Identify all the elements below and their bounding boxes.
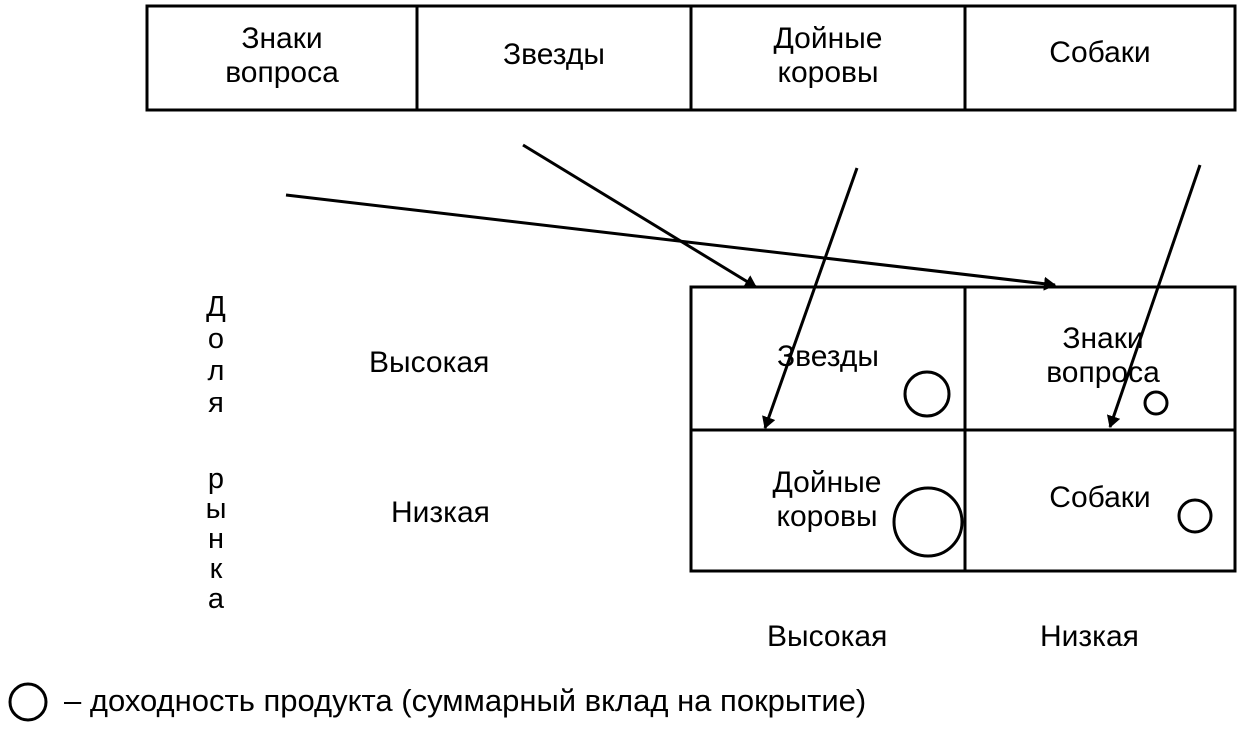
- y-axis-char: о: [207, 323, 225, 355]
- circle-dogs: [1177, 498, 1213, 534]
- arrow-dogs: [1106, 164, 1202, 428]
- y-axis-label: Д о л я р ы н к а: [196, 292, 236, 632]
- top-cell-cash-cows: Дойные коровы: [773, 22, 883, 89]
- legend-circle-icon: [8, 682, 48, 722]
- col-label-low: Низкая: [1040, 620, 1139, 653]
- col-label-high: Высокая: [767, 620, 888, 653]
- top-row-boxes: [145, 4, 1237, 112]
- circle-question-marks: [1143, 390, 1169, 416]
- y-axis-char: я: [208, 387, 224, 419]
- matrix-cell-stars: Звезды: [777, 340, 879, 373]
- y-axis-char: к: [209, 553, 223, 585]
- y-axis-char: н: [207, 523, 224, 555]
- legend-text: – доходность продукта (суммарный вклад н…: [64, 683, 867, 718]
- y-axis-char: р: [207, 463, 225, 495]
- profit-circles: [892, 370, 1213, 558]
- top-cell-stars: Звезды: [503, 38, 605, 71]
- top-cell-dogs: Собаки: [1049, 36, 1151, 69]
- arrows: [285, 143, 1202, 429]
- y-axis-char: ы: [205, 493, 227, 525]
- row-label-low: Низкая: [391, 496, 490, 529]
- arrow-stars: [522, 143, 757, 289]
- matrix-cell-dogs: Собаки: [1049, 481, 1151, 514]
- matrix-cell-cash-cows: Дойные коровы: [772, 466, 882, 533]
- y-axis-char: л: [207, 355, 225, 387]
- arrow-question-marks: [285, 193, 1056, 291]
- y-axis-char: а: [207, 583, 225, 615]
- matrix-grid: [689, 285, 1237, 573]
- matrix-cell-question-marks: Знаки вопроса: [1046, 322, 1160, 389]
- circle-stars: [903, 370, 951, 418]
- y-axis-char: Д: [206, 291, 226, 323]
- circle-cash-cows: [892, 486, 964, 558]
- arrow-cash-cows: [762, 167, 859, 429]
- row-label-high: Высокая: [369, 346, 490, 379]
- top-cell-question-marks: Знаки вопроса: [225, 22, 339, 89]
